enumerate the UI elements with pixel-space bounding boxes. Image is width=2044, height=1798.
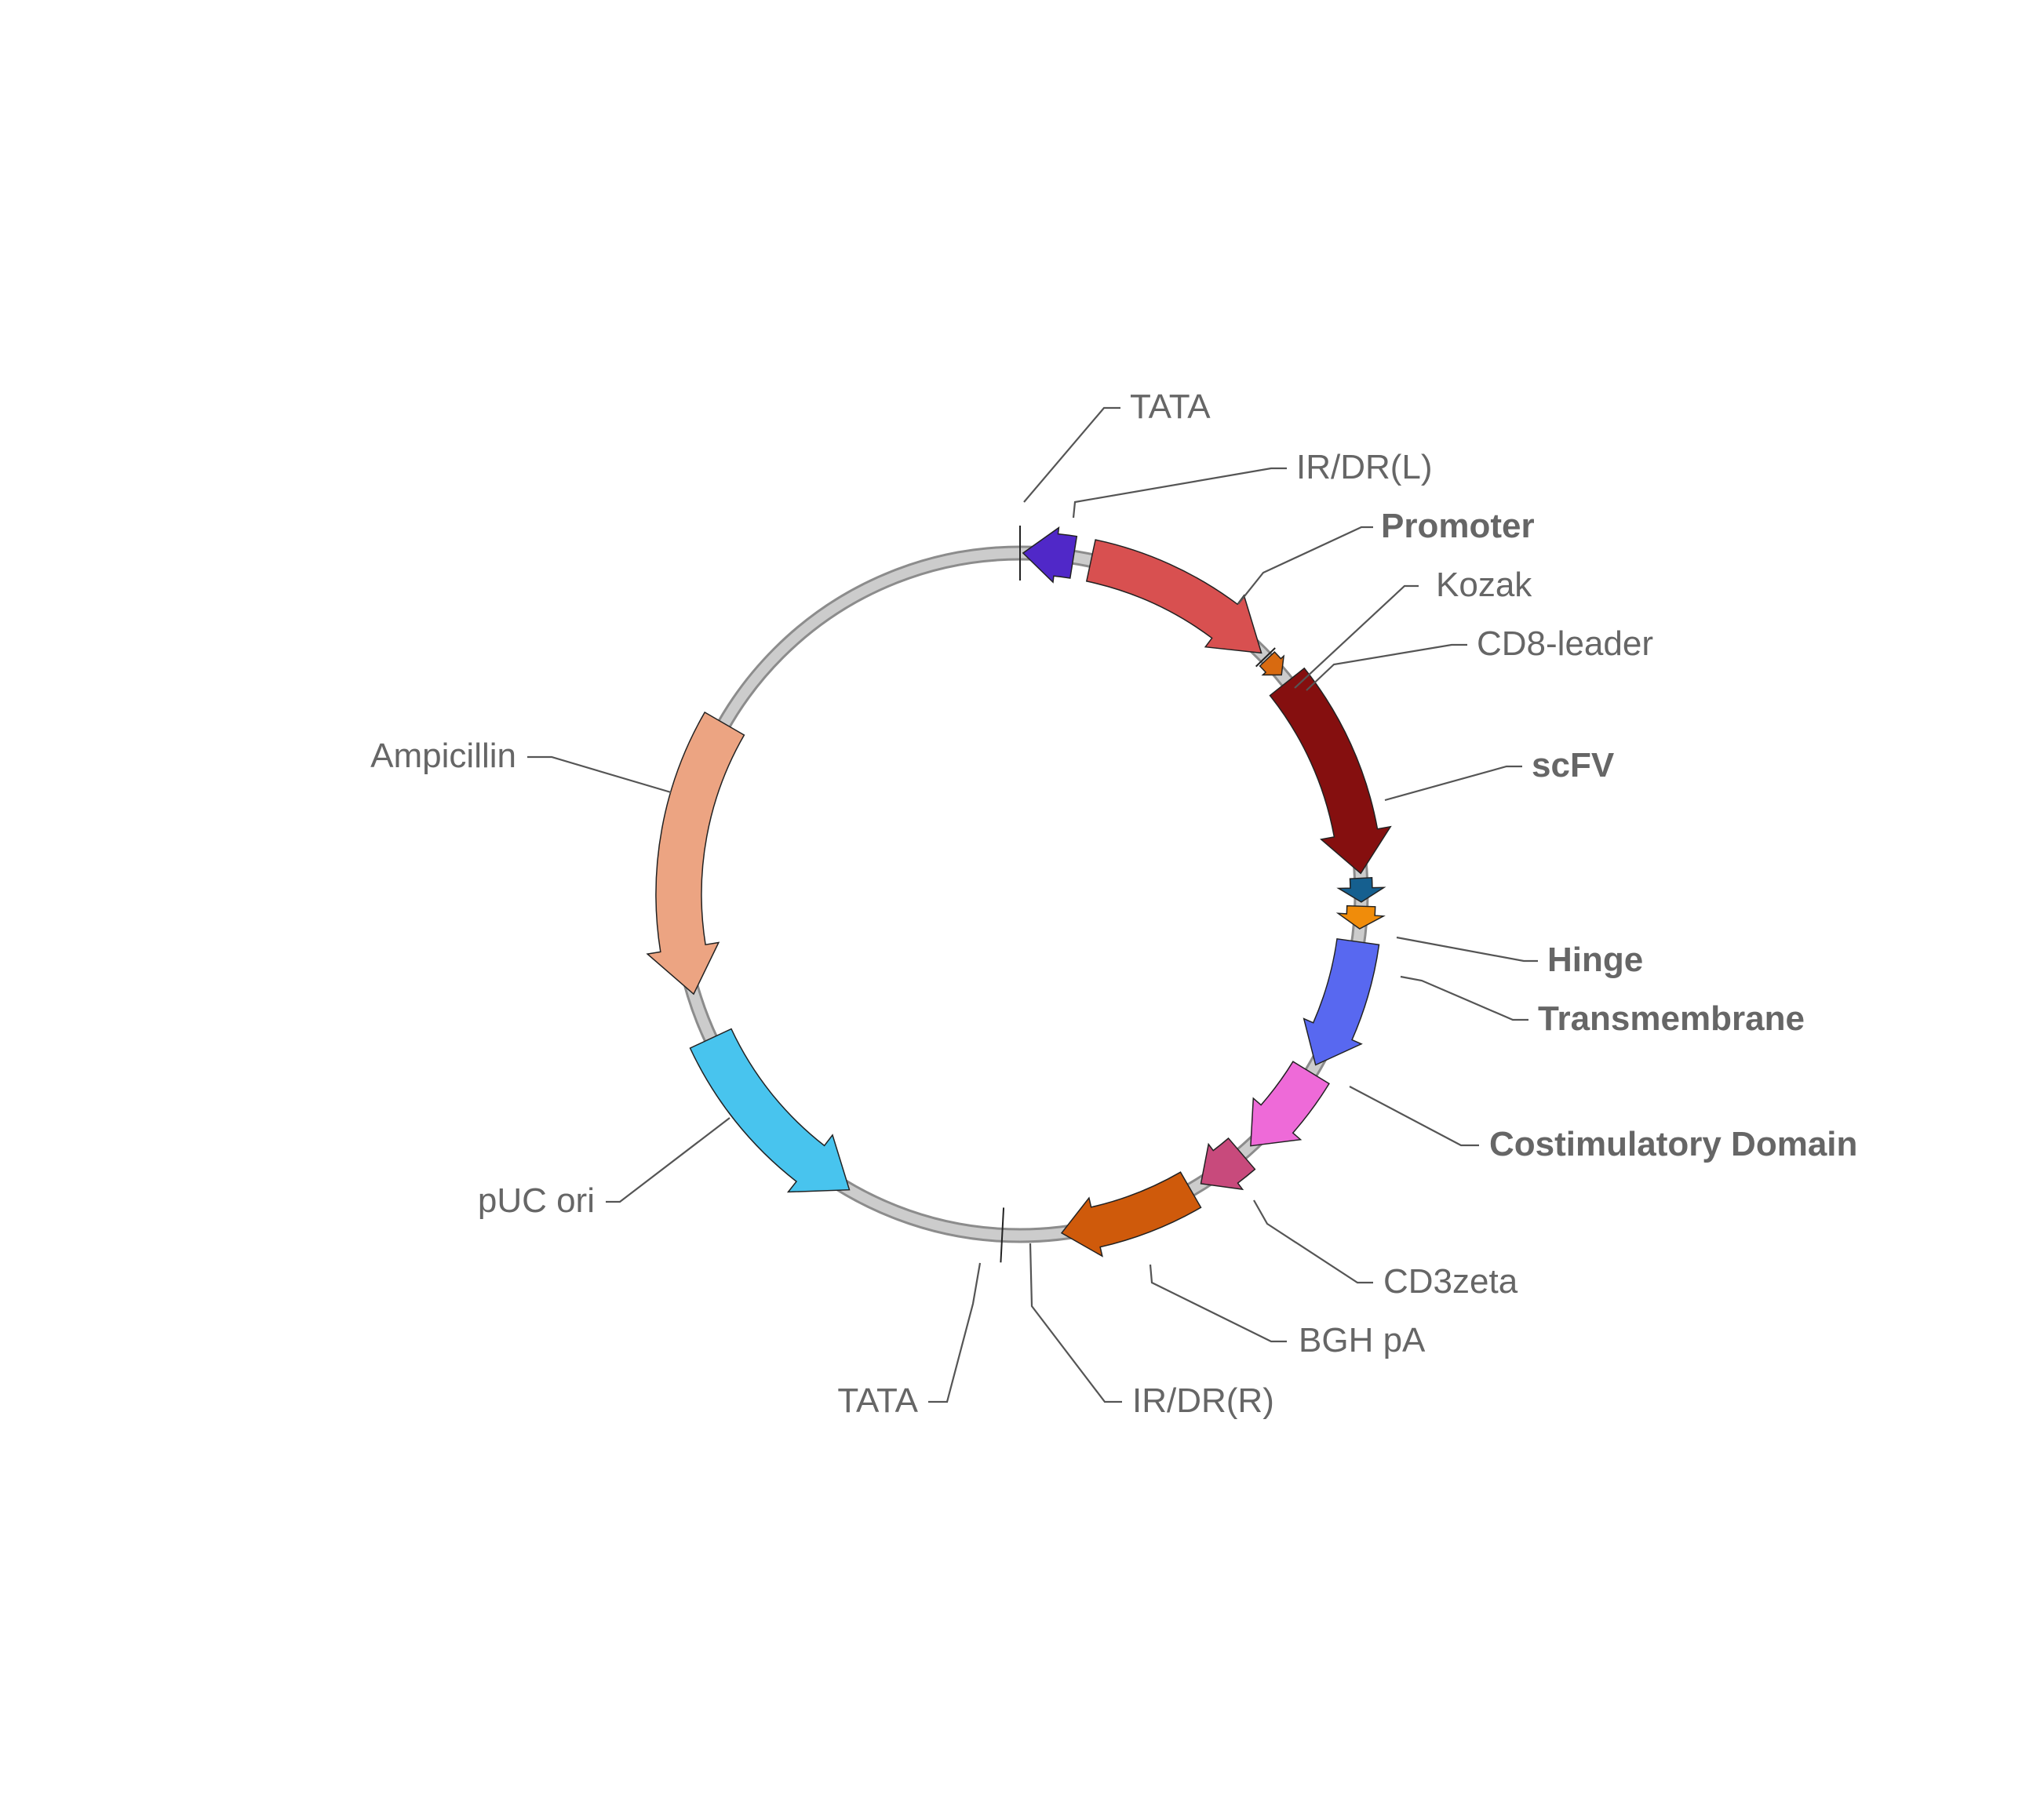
feature-bgh-pa xyxy=(1200,1137,1256,1191)
leader-tata-top xyxy=(1023,406,1120,503)
label-ir-dr-r: IR/DR(R) xyxy=(1132,1381,1274,1420)
label-cd8-leader: CD8-leader xyxy=(1477,624,1653,663)
leader-ampicillin xyxy=(527,755,672,794)
label-bgh-pa: BGH pA xyxy=(1299,1321,1426,1359)
label-scfv: scFV xyxy=(1532,746,1615,784)
leader-scfv xyxy=(1384,765,1522,802)
leader-bgh-pa xyxy=(1149,1264,1287,1343)
label-ampicillin: Ampicillin xyxy=(370,737,516,775)
leader-hinge xyxy=(1396,936,1538,963)
feature-promoter xyxy=(1085,539,1262,654)
leader-cd3zeta xyxy=(1253,1199,1373,1284)
feature-ir-dr-r xyxy=(1060,1171,1202,1258)
leader-promoter xyxy=(1237,526,1373,605)
feature-ampicillin xyxy=(646,711,745,995)
label-layer: TATA IR/DR(L) Promoter Kozak CD8-leader … xyxy=(370,388,1857,1420)
label-costimulatory-domain: Costimulatory Domain xyxy=(1489,1125,1857,1163)
label-tata-bottom: TATA xyxy=(837,1381,918,1420)
leader-ir-dr-l xyxy=(1072,467,1287,519)
label-cd3zeta: CD3zeta xyxy=(1383,1262,1518,1301)
leader-transmembrane xyxy=(1400,975,1528,1021)
feature-scfv xyxy=(1269,667,1392,875)
leader-kozak xyxy=(1294,584,1419,689)
feature-cd3zeta xyxy=(1250,1061,1330,1147)
label-promoter: Promoter xyxy=(1381,507,1535,545)
leader-cd8-leader xyxy=(1306,643,1467,691)
feature-ir-dr-l xyxy=(1022,526,1078,584)
leader-layer xyxy=(527,406,1538,1403)
site-tata-bottom xyxy=(1000,1207,1005,1263)
label-puc-ori: pUC ori xyxy=(478,1181,595,1220)
leader-puc-ori xyxy=(606,1117,731,1203)
feature-layer xyxy=(646,526,1392,1263)
label-hinge: Hinge xyxy=(1547,941,1643,979)
feature-transmembrane xyxy=(1335,904,1386,930)
label-tata-top: TATA xyxy=(1130,388,1211,426)
leader-ir-dr-r xyxy=(1029,1243,1122,1403)
site-kozak xyxy=(1255,647,1276,668)
label-ir-dr-l: IR/DR(L) xyxy=(1296,448,1433,486)
feature-hinge xyxy=(1336,877,1386,903)
feature-puc-ori xyxy=(689,1028,851,1193)
label-transmembrane: Transmembrane xyxy=(1538,999,1805,1038)
label-kozak: Kozak xyxy=(1436,566,1532,604)
leader-costim xyxy=(1349,1086,1479,1147)
feature-costim xyxy=(1303,937,1380,1066)
feature-cd8-leader xyxy=(1259,651,1285,676)
leader-tata-bottom xyxy=(928,1262,982,1403)
